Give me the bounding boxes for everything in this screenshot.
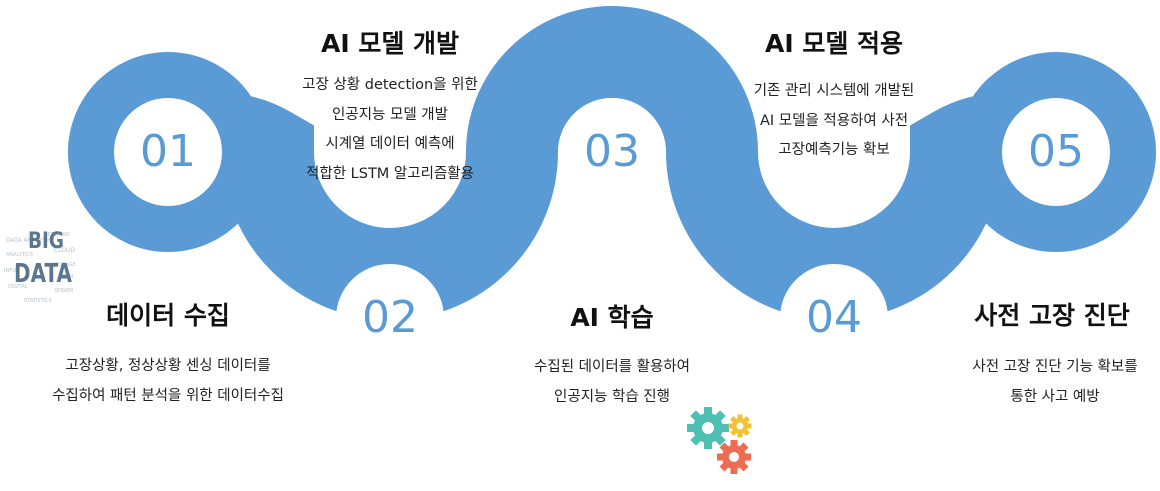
node-hole-01 [114, 98, 222, 206]
step-04-line-3: 고장예측기능 확보 [778, 142, 890, 158]
svg-text:DIGITAL: DIGITAL [8, 284, 28, 290]
gears-icon [687, 407, 752, 474]
step-02-line-1: 고장 상황 detection을 위한 [302, 77, 478, 93]
step-02-description: 고장 상황 detection을 위한 인공지능 모델 개발 시계열 데이터 예… [272, 71, 508, 189]
svg-text:CLOUD: CLOUD [54, 247, 75, 254]
node-hole-02 [336, 264, 444, 372]
step-05-line-2: 통한 사고 예방 [1010, 388, 1100, 405]
svg-text:DATA ANALYSIS: DATA ANALYSIS [6, 237, 52, 244]
step-05-line-1: 사전 고장 진단 기능 확보를 [972, 359, 1138, 375]
step-03-line-2: 인공지능 학습 진행 [554, 388, 670, 405]
svg-text:TECH: TECH [59, 274, 74, 280]
step-number-05: 05 [1028, 126, 1084, 177]
step-05-title: 사전 고장 진단 [974, 301, 1130, 330]
svg-text:STORAGE: STORAGE [52, 262, 76, 268]
step-number-04: 04 [806, 292, 862, 343]
svg-text:NETWORK: NETWORK [44, 232, 70, 238]
logo-word-big: BIG [28, 229, 64, 254]
gear-teal-icon [687, 407, 729, 449]
step-04-description: 기존 관리 시스템에 개발된 AI 모델을 적용하여 사전 고장예측기능 확보 [714, 77, 954, 166]
node-hole-04 [780, 264, 888, 372]
ribbon-path [145, 6, 1079, 320]
logo-word-data: DATA [14, 259, 72, 289]
svg-text:STATISTICS: STATISTICS [24, 298, 52, 304]
step-number-02: 02 [362, 292, 418, 343]
step-05-description: 사전 고장 진단 기능 확보를 통한 사고 예방 [950, 353, 1160, 412]
step-number-01: 01 [140, 126, 196, 177]
step-02-line-2: 인공지능 모델 개발 [332, 106, 448, 123]
step-02-title: AI 모델 개발 [320, 29, 460, 58]
step-01-line-1: 고장상황, 정상상황 센싱 데이터를 [65, 358, 271, 374]
step-04-title: AI 모델 적용 [764, 29, 904, 58]
gear-yellow-icon [728, 414, 752, 438]
step-04-line-2: AI 모델을 적용하여 사전 [759, 112, 909, 129]
step-01-description: 고장상황, 정상상황 센싱 데이터를 수집하여 패턴 분석을 위한 데이터수집 [18, 352, 318, 411]
svg-text:ANALYTICS: ANALYTICS [6, 252, 33, 258]
step-02-line-4: 적합한 LSTM 알고리즘활용 [306, 165, 474, 182]
step-03-title: AI 학습 [570, 303, 654, 332]
step-03-line-1: 수집된 데이터를 활용하여 [534, 359, 690, 375]
svg-text:INFO: INFO [4, 268, 16, 274]
step-01-title: 데이터 수집 [106, 301, 230, 330]
svg-text:SERVER: SERVER [54, 288, 74, 294]
node-hole-05 [1002, 98, 1110, 206]
big-data-logo-icon: DATA ANALYSIS NETWORK ANALYTICS CLOUD ST… [4, 229, 76, 304]
step-03-description: 수집된 데이터를 활용하여 인공지능 학습 진행 [482, 353, 742, 412]
step-04-line-1: 기존 관리 시스템에 개발된 [753, 83, 915, 99]
step-02-line-3: 시계열 데이터 예측에 [325, 136, 455, 152]
gear-red-icon [717, 440, 751, 474]
node-hole-03 [558, 98, 666, 206]
step-number-03: 03 [584, 126, 640, 177]
step-01-line-2: 수집하여 패턴 분석을 위한 데이터수집 [52, 387, 284, 404]
